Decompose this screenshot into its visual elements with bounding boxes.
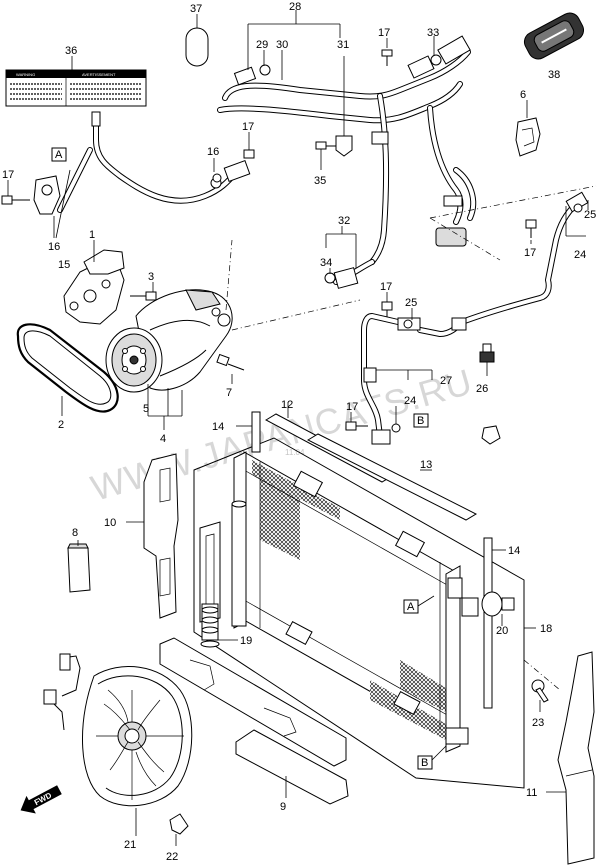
callout-31: 31 [337,39,349,51]
strip-14-left [236,411,261,453]
callout-17-left: 17 [2,169,14,181]
receiver-dryer-19 [199,500,247,648]
bolt-7 [216,353,245,384]
bolt-22 [169,813,189,846]
callout-16-right: 16 [207,146,219,158]
clip-small [481,425,501,445]
callout-17-lower: 17 [346,401,358,413]
callout-26: 26 [476,383,488,395]
callout-17-upper-mid: 17 [242,121,254,133]
callout-12: 12 [281,399,293,411]
callout-20: 20 [496,625,508,637]
bolt-17-right [525,219,537,244]
bolt-17-top [381,38,393,66]
warning-right-title: AVERTISSEMENT [82,72,116,77]
grommet-38 [523,12,585,60]
callout-18: 18 [540,623,552,635]
compressor-bracket-1 [63,240,125,325]
bolt-17-lower [345,412,368,431]
ref-box-a-top: A [51,147,67,162]
top-pipe-assembly [217,10,477,265]
callout-10: 10 [104,517,116,529]
bolt-3 [130,282,157,301]
callout-14-left: 14 [212,421,224,433]
ref-letter-b-lower: B [421,757,428,769]
callout-9: 9 [280,801,286,813]
callout-5: 5 [143,403,149,415]
callout-24-right: 24 [574,249,586,261]
side-panel-11 [546,651,595,865]
ref-letter-a-top: A [55,149,63,161]
callout-14-right: 14 [508,545,520,557]
strip-14-right [483,537,506,709]
ref-letter-a-lower: A [407,601,415,613]
clip-23 [531,679,549,712]
clip-16-right [212,132,255,183]
callout-35: 35 [314,175,326,187]
callout-22: 22 [166,851,178,863]
callout-33: 33 [427,27,439,39]
drive-belt-2 [16,323,119,416]
callout-29: 29 [256,39,268,51]
callout-16-left: 16 [48,241,60,253]
cap-37 [185,14,209,67]
callout-13: 13 [420,459,432,471]
callout-7: 7 [226,387,232,399]
callout-30: 30 [276,39,288,51]
callout-25-right: 25 [584,209,596,221]
fwd-arrow-icon: FWD [20,785,62,814]
callout-15: 15 [58,259,70,271]
callout-28: 28 [289,1,301,13]
callout-36: 36 [65,45,77,57]
callout-27: 27 [440,375,452,387]
callout-1: 1 [89,229,95,241]
warning-label-36: WARNING AVERTISSEMENT [5,56,147,107]
suction-pipe-32 [324,226,375,289]
bolt-17-left [1,180,30,205]
lower-seal-9 [159,637,349,805]
callout-8: 8 [72,527,78,539]
callout-24-mid: 24 [404,395,416,407]
ref-letter-b-mid: B [417,415,424,427]
small-code-text: 11.04 [285,448,305,457]
callout-19: 19 [240,635,252,647]
fan-motor-21 [43,653,193,836]
callout-38: 38 [548,69,560,81]
callout-17-right: 17 [524,247,536,259]
seal-13 [306,433,478,521]
warning-left-title: WARNING [16,72,35,77]
compressor-4 [105,239,361,430]
discharge-hose-15 [33,111,251,239]
ref-box-a-lower: A [403,595,435,614]
callout-25-mid: 25 [405,297,417,309]
callout-17-mid: 17 [380,281,392,293]
callout-21: 21 [124,839,136,851]
callout-4: 4 [160,433,166,445]
callout-34: 34 [320,257,332,269]
clip-6 [515,100,541,157]
ref-box-b-lower: B [417,745,447,770]
callout-23: 23 [532,717,544,729]
bolt-35 [315,141,336,170]
callout-3: 3 [148,271,154,283]
callout-17-top: 17 [378,27,390,39]
callout-6: 6 [520,89,526,101]
mount-20 [461,591,515,626]
callout-11: 11 [526,787,537,799]
block-8 [67,540,91,593]
callout-32: 32 [338,215,350,227]
callout-37: 37 [190,3,202,15]
side-panel-10 [126,453,179,619]
condenser-18 [193,437,561,789]
liquid-pipe-24 [361,191,589,445]
ref-box-b-mid: B [413,413,429,428]
callout-2: 2 [58,419,64,431]
